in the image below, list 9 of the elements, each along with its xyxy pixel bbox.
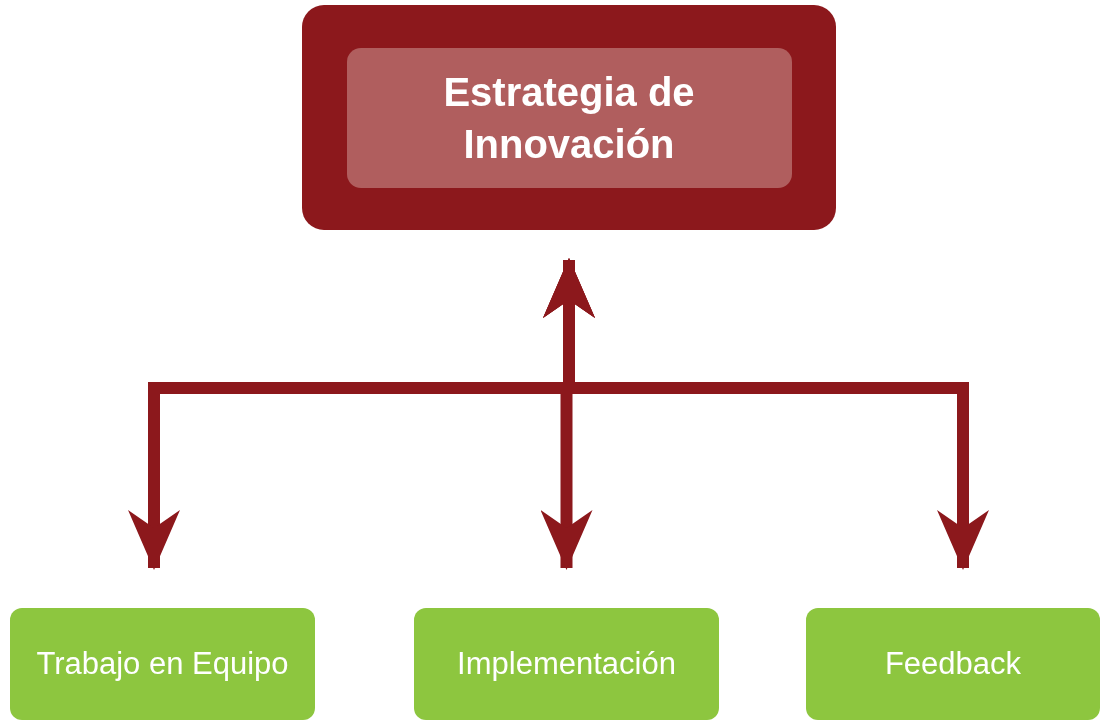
process-box xyxy=(10,608,315,720)
strategy-box xyxy=(302,5,836,230)
box-title: Estrategia de Innovación xyxy=(442,68,696,168)
process-box xyxy=(414,608,719,720)
connector-arrow xyxy=(543,258,989,570)
box-label: Implementación xyxy=(457,645,676,683)
box-label: Trabajo en Equipo xyxy=(36,645,289,683)
box-label: Feedback xyxy=(884,645,1022,683)
process-box xyxy=(806,608,1100,720)
